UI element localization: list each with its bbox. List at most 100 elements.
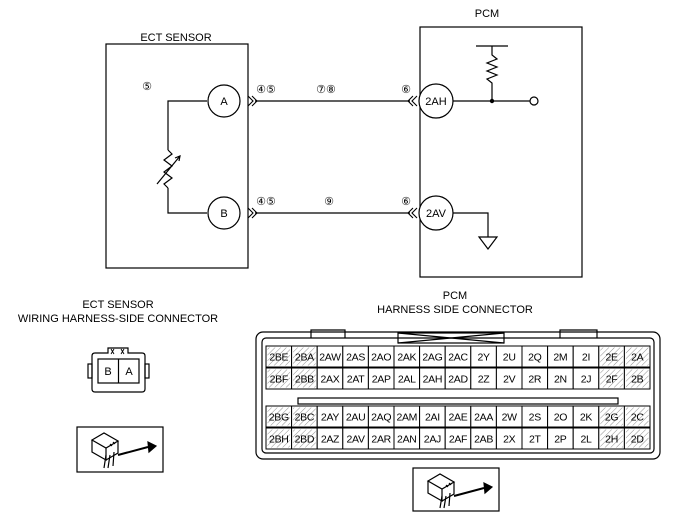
pcm-pin-2ah-label: 2AH: [425, 96, 446, 108]
pcm-pin-label: 2D: [631, 434, 645, 446]
terminal-a: [207, 84, 241, 118]
terminal-b-label: B: [220, 208, 227, 220]
pcm-pin-hatch: [293, 369, 316, 388]
pcm-pin-label: 2AX: [321, 374, 340, 386]
pcm-pin-hatch: [293, 407, 316, 426]
pcm-pin-label: 2AB: [474, 434, 493, 446]
pcm-pin-label: 2AO: [371, 352, 391, 364]
pcm-pin-label: 2O: [554, 412, 568, 424]
pcm-title: PCM: [475, 8, 499, 20]
pcm-connector-body: [255, 329, 661, 460]
harness-wires: [255, 100, 410, 214]
pcm-pin-label: 2AJ: [424, 434, 441, 446]
pcm-pin-label: 2R: [528, 374, 542, 386]
pcm-pin-label: 2BD: [295, 434, 315, 446]
pcm-pin-hatch: [293, 429, 316, 448]
pcm-pin-hatch: [625, 407, 649, 426]
pcm-pin-label: 2Q: [528, 352, 542, 364]
pcm-pin-label: 2BC: [295, 412, 315, 424]
pcm-pin-label: 2AG: [422, 352, 442, 364]
wire-a-pcm-conn-num: ⑥: [401, 84, 411, 96]
pcm-pin-label: 2T: [529, 434, 542, 446]
pcm-pin-label: 2AM: [396, 412, 417, 424]
pcm-pin-hatch: [625, 369, 649, 388]
pcm-pin-label: 2G: [605, 412, 619, 424]
terminal-b: [207, 196, 241, 230]
pcm-pin-label: 2F: [606, 374, 618, 386]
pcm-pin-hatch: [600, 407, 623, 426]
thermistor: [156, 100, 207, 214]
pcm-pin-label: 2AN: [397, 434, 417, 446]
wire-b-pcm-conn-num: ⑥: [401, 196, 411, 208]
pcm-pin-label: 2AF: [449, 434, 467, 446]
pcm-pin-hatch: [600, 369, 623, 388]
pcm-pin-label: 2L: [580, 434, 592, 446]
pcm-pin-label: 2AE: [449, 412, 468, 424]
pcm-pin-label: 2AC: [448, 352, 468, 364]
pcm-pin-label: 2N: [554, 374, 567, 386]
pcm-pin-label: 2AT: [347, 374, 365, 386]
wire-a-harness-num: ⑦⑧: [316, 84, 336, 96]
pcm-pin-label: 2X: [503, 434, 516, 446]
pcm-pin-label: 2AR: [371, 434, 391, 446]
pcm-pin-label: 2Z: [478, 374, 491, 386]
wire-b-sensor-conn-num: ④⑤: [256, 196, 276, 208]
pcm-pin-label: 2H: [605, 434, 618, 446]
pcm-pin-label: 2E: [605, 352, 618, 364]
pcm-pin-label: 2BG: [269, 412, 289, 424]
ect-sensor-box: [105, 43, 249, 269]
pcm-connector-title-1: PCM: [443, 290, 467, 302]
pcm-pin-label: 2P: [554, 434, 567, 446]
pcm-pin-label: 2AH: [423, 374, 443, 386]
pcm-pin-hatch: [267, 407, 291, 426]
pcm-pin-label: 2BB: [295, 374, 314, 386]
pcm-pin-hatch: [625, 347, 649, 366]
output-terminal: [529, 96, 539, 106]
pcm-pin-hatch: [600, 347, 623, 366]
pcm-pin-hatch: [625, 429, 649, 448]
pcm-connector-title-2: HARNESS SIDE CONNECTOR: [377, 304, 533, 316]
pcm-pin-label: 2S: [529, 412, 542, 424]
junction-dot: [489, 98, 495, 104]
pcm-pin-label: 2Y: [477, 352, 490, 364]
pcm-pin-hatch: [293, 347, 316, 366]
pcm-pin-label: 2AP: [372, 374, 391, 386]
pcm-pin-label: 2M: [553, 352, 567, 364]
pcm-connector-chevrons: [407, 95, 418, 219]
ground-icon: [453, 212, 499, 250]
pcm-pin-label: 2AL: [398, 374, 416, 386]
pcm-pin-label: 2K: [580, 412, 593, 424]
ect-sensor-title: ECT SENSOR: [140, 32, 211, 44]
pcm-pin-hatch: [600, 429, 623, 448]
pcm-pin-label: 2AS: [346, 352, 365, 364]
pull-up-resistor: [453, 45, 530, 102]
pcm-pin-hatch: [267, 369, 291, 388]
wire-a-sensor-conn-num: ④⑤: [256, 84, 276, 96]
pcm-pin-label: 2AW: [319, 352, 341, 364]
ect-connector-face: [87, 347, 150, 393]
pcm-pin-label: 2AU: [346, 412, 366, 424]
pcm-pin-label: 2BE: [269, 352, 288, 364]
wire-b-harness-num: ⑨: [324, 196, 334, 208]
terminal-a-label: A: [220, 96, 228, 108]
pcm-pin-label: 2BA: [295, 352, 314, 364]
pcm-pin-label: 2A: [631, 352, 644, 364]
sensor-box-number: ⑤: [142, 81, 152, 93]
pcm-pin-label: 2AK: [397, 352, 416, 364]
view-direction-icon-left: [76, 426, 164, 473]
view-direction-icon-right: [412, 467, 500, 512]
pcm-pin-label: 2BH: [269, 434, 289, 446]
ect-connector-pin-b: B: [104, 366, 111, 378]
pcm-pin-label: 2AY: [321, 412, 339, 424]
pcm-pin-label: 2W: [502, 412, 518, 424]
ect-connector-title-2: WIRING HARNESS-SIDE CONNECTOR: [18, 313, 218, 325]
pcm-pin-label: 2C: [631, 412, 645, 424]
ect-connector-pin-a: A: [125, 366, 133, 378]
pcm-pin-label: 2U: [503, 352, 516, 364]
ect-connector-title-1: ECT SENSOR: [82, 299, 153, 311]
pcm-pin-label: 2AZ: [321, 434, 340, 446]
pcm-pin-label: 2AQ: [371, 412, 391, 424]
pcm-box: [419, 26, 583, 278]
